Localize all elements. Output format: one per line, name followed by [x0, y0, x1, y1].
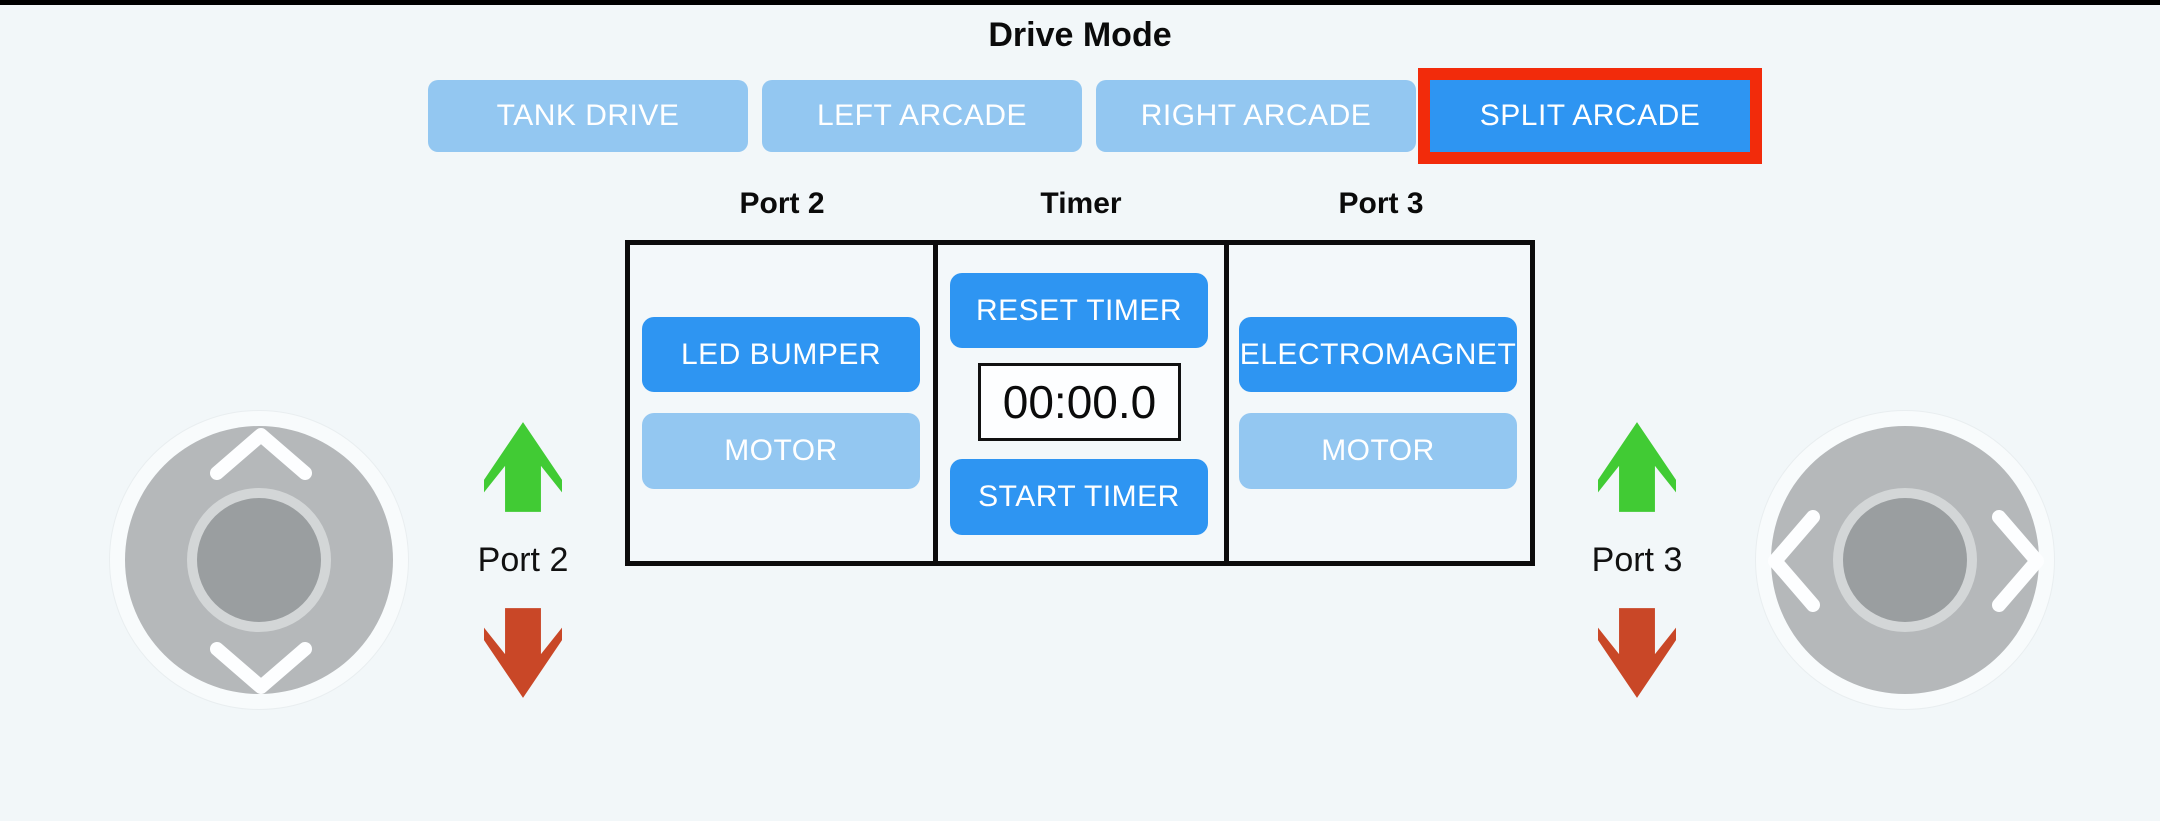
down-arrow-icon: [484, 608, 562, 698]
port2-motor-button[interactable]: MOTOR: [642, 413, 920, 489]
left-arcade-button[interactable]: LEFT ARCADE: [762, 80, 1082, 152]
left-port-label: Port 2: [477, 541, 569, 579]
chevron-left-right-icons: [1768, 510, 2044, 612]
left-joystick[interactable]: [109, 410, 409, 710]
port2-column-header: Port 2: [739, 187, 825, 220]
top-border-bar: [0, 0, 2160, 5]
page-title: Drive Mode: [988, 16, 1172, 54]
right-port-label: Port 3: [1591, 541, 1683, 579]
port3-column-header: Port 3: [1338, 187, 1424, 220]
selected-mode-highlight: SPLIT ARCADE: [1418, 68, 1762, 164]
right-joystick[interactable]: [1755, 410, 2055, 710]
electromagnet-button[interactable]: ELECTROMAGNET: [1239, 317, 1517, 392]
up-arrow-icon: [1598, 422, 1676, 512]
led-bumper-button[interactable]: LED BUMPER: [642, 317, 920, 392]
reset-timer-button[interactable]: RESET TIMER: [950, 273, 1208, 348]
joystick-knob-center: [197, 498, 321, 622]
timer-display: 00:00.0: [978, 363, 1181, 441]
chevron-up-down-icons: [210, 428, 312, 694]
down-arrow-icon: [1598, 608, 1676, 698]
split-arcade-button[interactable]: SPLIT ARCADE: [1430, 80, 1750, 152]
up-arrow-icon: [484, 422, 562, 512]
right-arcade-button[interactable]: RIGHT ARCADE: [1096, 80, 1416, 152]
start-timer-button[interactable]: START TIMER: [950, 459, 1208, 535]
tank-drive-button[interactable]: TANK DRIVE: [428, 80, 748, 152]
panel-divider-left: [933, 240, 938, 566]
joystick-knob[interactable]: [187, 488, 331, 632]
joystick-knob[interactable]: [1833, 488, 1977, 632]
joystick-knob-center: [1843, 498, 1967, 622]
panel-divider-right: [1224, 240, 1229, 566]
port3-motor-button[interactable]: MOTOR: [1239, 413, 1517, 489]
timer-column-header: Timer: [1040, 187, 1122, 220]
